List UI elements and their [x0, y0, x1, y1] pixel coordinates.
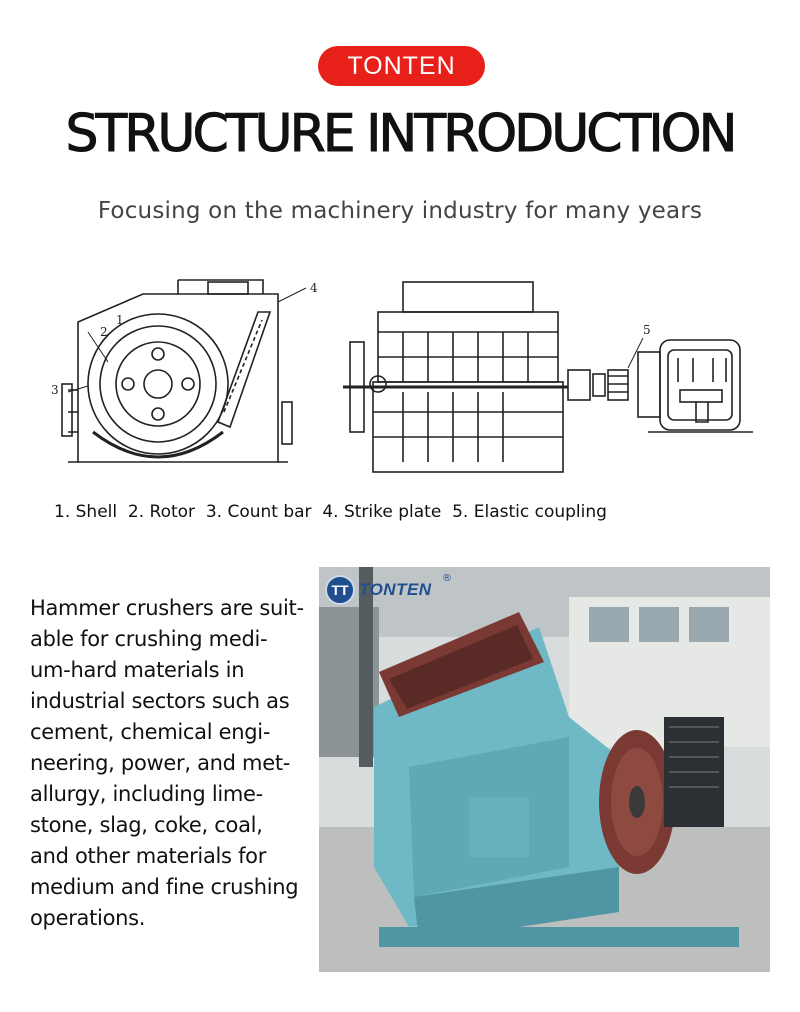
callout-4: 4 — [310, 281, 318, 295]
logo-text: TONTEN — [359, 580, 432, 599]
description-line: and other materials for — [30, 844, 267, 868]
description-line: neering, power, and met- — [30, 751, 291, 775]
page-title: STRUCTURE INTRODUCTION — [65, 104, 738, 165]
description-line: allurgy, including lime- — [30, 782, 263, 806]
diagram-legend: 1. Shell 2. Rotor 3. Count bar 4. Strike… — [54, 502, 607, 522]
description-line: um-hard materials in — [30, 658, 245, 682]
description-line: stone, slag, coke, coal, — [30, 813, 263, 837]
page-subtitle: Focusing on the machinery industry for m… — [97, 198, 703, 224]
description-line: medium and fine crushing — [30, 875, 299, 899]
description-line: able for crushing medi- — [30, 627, 268, 651]
callout-2: 2 — [100, 325, 108, 339]
callout-5: 5 — [643, 323, 651, 337]
description-line: Hammer crushers are suit- — [30, 596, 304, 620]
brand-badge: TONTEN — [318, 46, 485, 86]
callout-1: 1 — [116, 313, 124, 327]
front-view-drawing — [343, 281, 753, 473]
product-photo: TT TONTEN ® — [319, 567, 770, 972]
description-line: industrial sectors such as — [30, 689, 290, 713]
product-description: Hammer crushers are suit- able for crush… — [30, 593, 310, 934]
description-line: cement, chemical engi- — [30, 720, 271, 744]
structure-diagram: 1 2 3 4 5 — [48, 272, 768, 482]
registered-mark: ® — [442, 573, 452, 584]
tonten-logo: TT TONTEN ® — [325, 573, 452, 607]
logo-mark-icon: TT — [325, 575, 355, 605]
description-line: operations. — [30, 906, 146, 930]
callout-3: 3 — [51, 383, 59, 397]
side-view-drawing — [61, 279, 293, 463]
